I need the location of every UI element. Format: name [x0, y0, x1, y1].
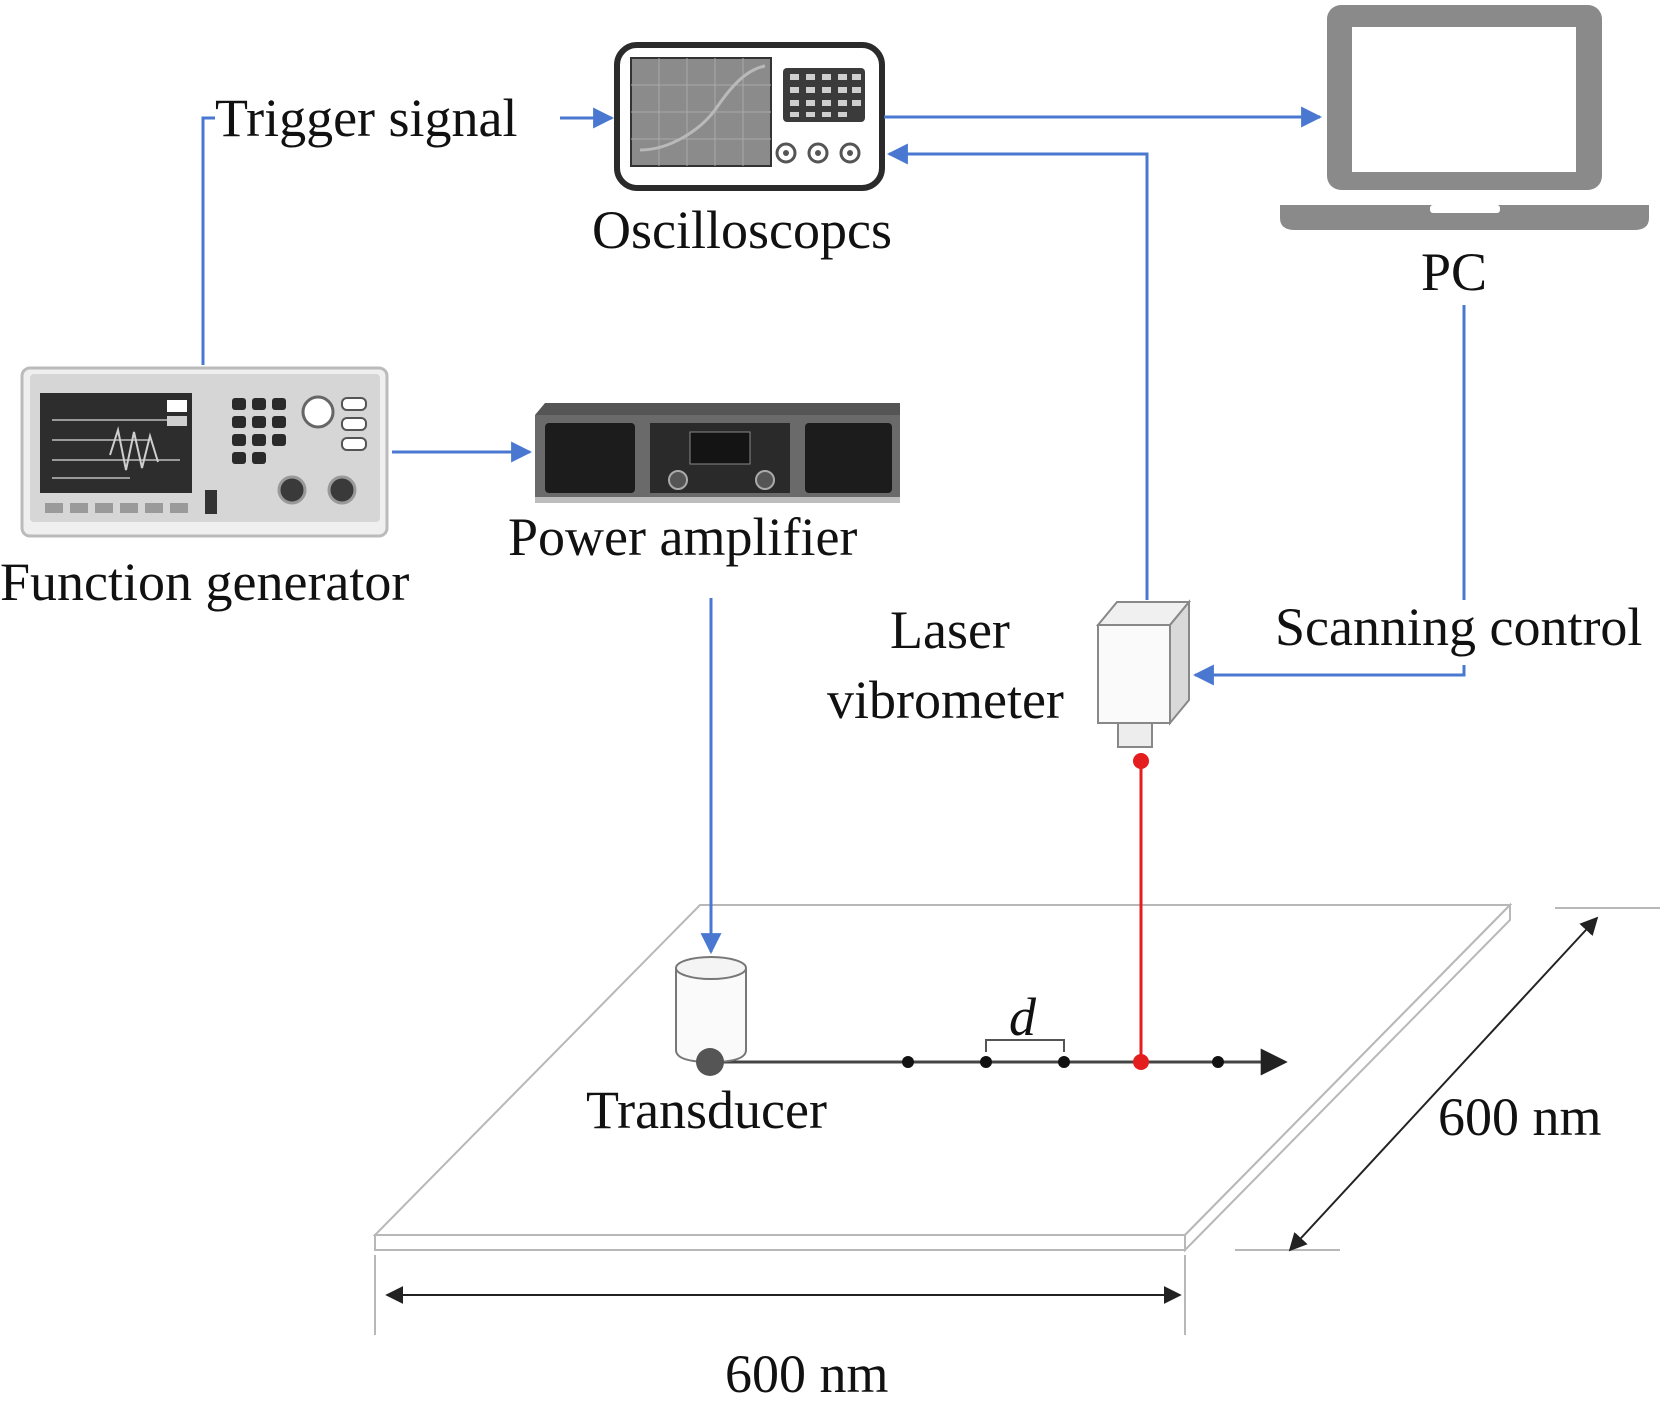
signal-connections — [201, 106, 1466, 955]
oscilloscope-icon — [614, 42, 885, 191]
laser-label: Laser — [890, 600, 1010, 660]
vibrometer-to-oscilloscope-line — [886, 143, 1149, 600]
function-generator-icon — [20, 366, 389, 538]
width-dimension — [374, 1255, 1186, 1335]
specimen-plate — [372, 902, 1513, 1253]
depth-dimension — [1235, 907, 1660, 1252]
laser-vibrometer-icon — [1095, 599, 1192, 769]
spacing-label: d — [1009, 987, 1037, 1047]
transducer-icon — [675, 956, 747, 1076]
transducer-label: Transducer — [586, 1080, 827, 1140]
oscilloscope-label: Oscilloscopcs — [592, 200, 892, 260]
trigger-signal-label: Trigger signal — [215, 88, 518, 148]
scanning-control-line — [1192, 664, 1466, 686]
laptop-icon — [1280, 5, 1649, 230]
depth-dimension-label: 600 nm — [1438, 1087, 1602, 1147]
pc-label: PC — [1421, 242, 1487, 302]
trigger-signal-line — [201, 116, 215, 365]
vibrometer-label: vibrometer — [827, 670, 1064, 730]
scanning-control-label: Scanning control — [1275, 597, 1642, 657]
power-amplifier-icon — [535, 403, 900, 503]
function-generator-label: Function generator — [0, 552, 409, 612]
power-amplifier-label: Power amplifier — [508, 507, 857, 567]
scan-line — [710, 1039, 1288, 1076]
width-dimension-label: 600 nm — [725, 1344, 889, 1404]
